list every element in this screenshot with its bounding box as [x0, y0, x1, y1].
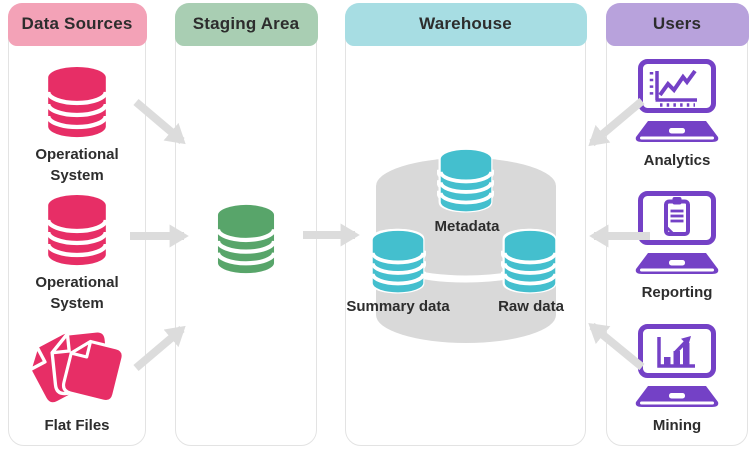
source-label: Flat Files [44, 417, 110, 434]
source-flat-files: Flat Files [9, 330, 145, 436]
laptop-reporting-icon [633, 191, 721, 277]
user-mining: Mining [607, 324, 747, 436]
laptop-analytics-icon [633, 59, 721, 145]
database-icon [216, 204, 276, 275]
source-label: Operational System [35, 146, 119, 184]
warehouse-label-summary-data: Summary data [346, 298, 450, 315]
user-reporting: Reporting [607, 191, 747, 303]
database-icon [46, 66, 108, 139]
database-icon [503, 230, 557, 294]
database-icon [46, 194, 108, 267]
panel-header-users: Users [605, 2, 749, 46]
panel-title: Staging Area [192, 14, 300, 33]
user-label: Reporting [641, 284, 713, 301]
panel-header-staging-area: Staging Area [174, 2, 318, 46]
user-label: Mining [652, 417, 702, 434]
panel-data-sources: Data Sources Operational System Operatio… [7, 2, 147, 446]
laptop-mining-icon [633, 324, 721, 410]
warehouse-label-metadata: Metadata [434, 218, 500, 235]
database-icon [439, 149, 493, 213]
panel-warehouse: Warehouse Metadata Summary data Raw data [344, 2, 587, 446]
user-analytics: Analytics [607, 59, 747, 171]
panel-header-warehouse: Warehouse [344, 2, 587, 46]
source-label: Operational System [35, 274, 119, 312]
source-operational-system-1: Operational System [9, 66, 145, 186]
flat-files-icon [25, 330, 127, 409]
source-operational-system-2: Operational System [9, 194, 145, 314]
warehouse-label-raw-data: Raw data [498, 298, 564, 315]
panel-title: Data Sources [21, 14, 133, 33]
panel-users: Users Analytics Reporti [605, 2, 749, 446]
panel-header-data-sources: Data Sources [7, 2, 147, 46]
user-label: Analytics [643, 152, 711, 169]
panel-title: Warehouse [419, 14, 512, 33]
panel-staging-area: Staging Area [174, 2, 318, 446]
staging-database [176, 204, 316, 275]
database-icon [371, 230, 425, 294]
panel-title: Users [652, 14, 702, 33]
